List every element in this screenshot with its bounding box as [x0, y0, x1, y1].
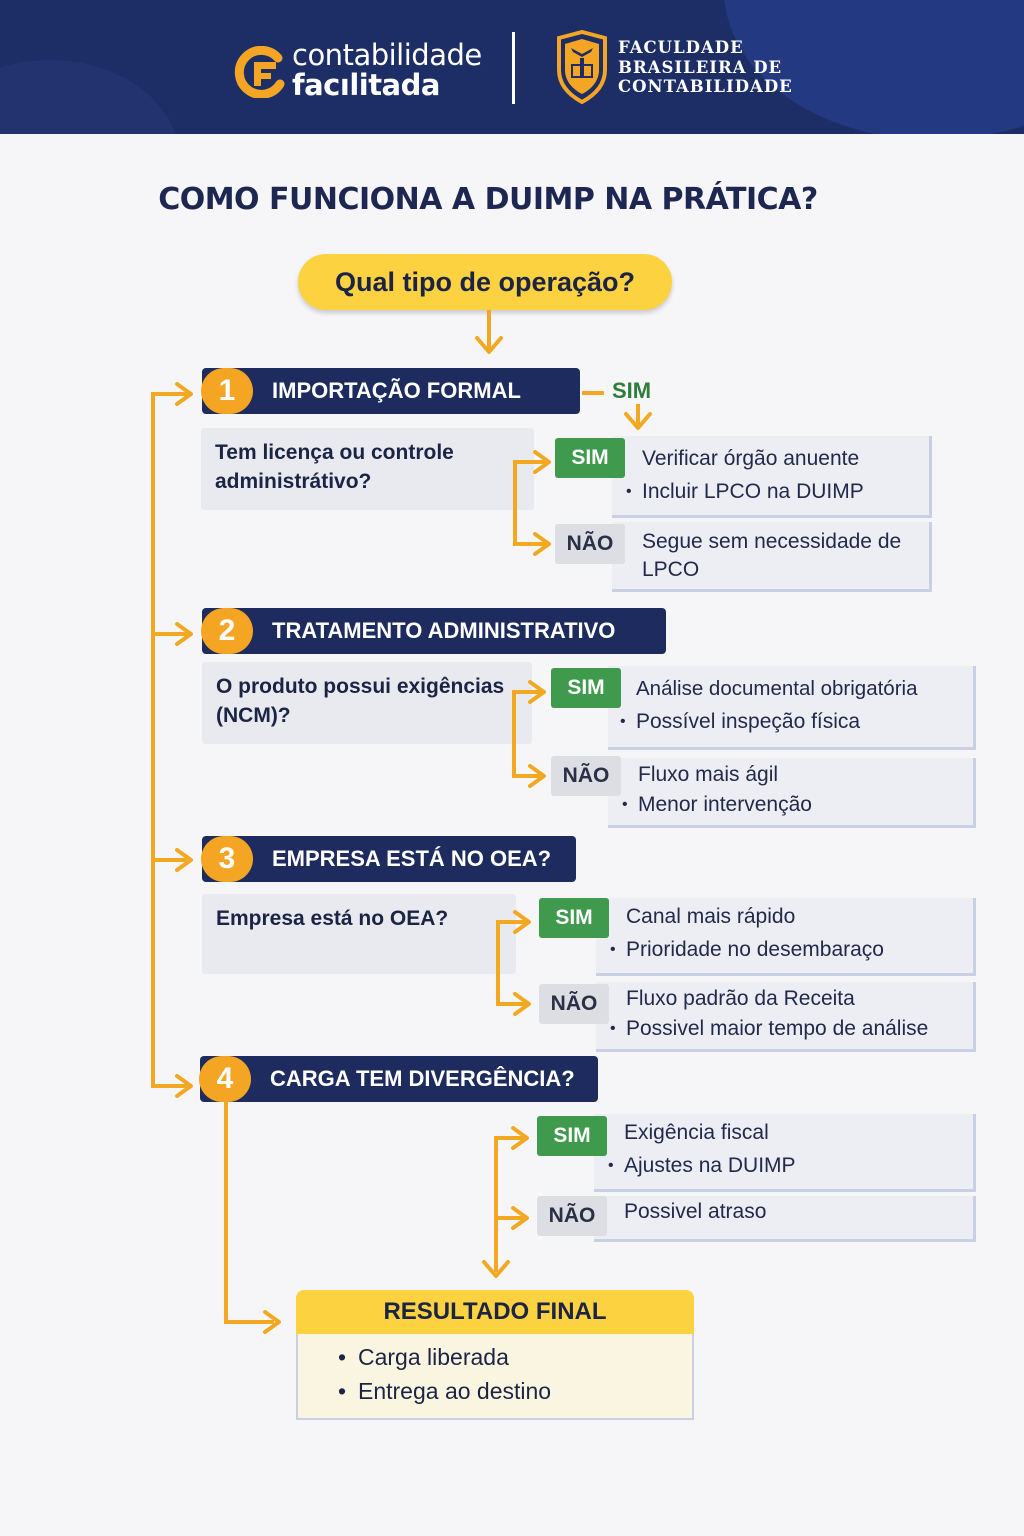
nao-answer-box: Fluxo mais ágil Menor intervenção — [608, 758, 976, 828]
start-sim-label: SIM — [612, 378, 652, 403]
answer-line: Fluxo mais ágil — [638, 763, 779, 786]
brand-name: contabilidade facılitada — [292, 40, 482, 100]
arrow-right-icon — [175, 848, 193, 872]
answer-line: Menor intervenção — [622, 790, 961, 820]
start-question: Qual tipo de operação? — [298, 254, 672, 310]
result-item: Entrega ao destino — [338, 1374, 692, 1408]
header-decoration — [0, 60, 180, 134]
connector-line — [224, 1320, 274, 1324]
sim-tag: SIM — [555, 438, 625, 478]
arrow-right-icon — [511, 1206, 529, 1230]
connector-line — [496, 1002, 526, 1006]
step-number-badge: 4 — [199, 1056, 251, 1102]
connector-line — [224, 1102, 228, 1324]
arrow-right-icon — [533, 450, 551, 474]
result-item: Carga liberada — [338, 1340, 692, 1374]
step-question: Empresa está no OEA? — [202, 894, 516, 974]
connector-line — [582, 391, 604, 395]
arrow-right-icon — [175, 1074, 193, 1098]
step-question: Tem licença ou controle administrátivo? — [201, 428, 534, 510]
nao-tag: NÃO — [537, 1196, 607, 1236]
connector-line — [512, 774, 542, 778]
connector-line — [487, 310, 491, 350]
answer-line: Canal mais rápido — [626, 905, 796, 928]
answer-line: Ajustes na DUIMP — [608, 1149, 961, 1182]
answer-line: Verificar órgão anuente — [642, 447, 860, 470]
brand-line-2: facılitada — [292, 68, 440, 102]
answer-line: Possivel maior tempo de análise — [610, 1014, 961, 1044]
connector-line — [513, 460, 517, 544]
answer-line: Possível inspeção física — [620, 705, 961, 738]
arrow-down-icon — [624, 412, 652, 430]
nao-tag: NÃO — [551, 756, 621, 796]
arrow-right-icon — [513, 910, 531, 934]
answer-line: Análise documental obrigatória — [636, 677, 918, 700]
sim-answer-box: Análise documental obrigatória Possível … — [608, 666, 976, 750]
faculdade-name: FACULDADE BRASILEIRA DE CONTABILIDADE — [618, 38, 793, 97]
connector-line — [512, 690, 516, 776]
arrow-right-icon — [263, 1310, 281, 1334]
answer-line: Segue sem necessidade de LPCO — [642, 530, 902, 581]
answer-line: Exigência fiscal — [624, 1121, 769, 1144]
result-heading: RESULTADO FINAL — [296, 1290, 694, 1334]
page-title: COMO FUNCIONA A DUIMP NA PRÁTICA? — [158, 182, 818, 217]
sim-answer-box: Verificar órgão anuente Incluir LPCO na … — [612, 436, 932, 518]
step-heading: CARGA TEM DIVERGÊNCIA? — [200, 1056, 598, 1102]
answer-line: Prioridade no desembaraço — [610, 933, 961, 966]
step-heading: IMPORTAÇÃO FORMAL — [202, 368, 580, 414]
connector-line — [512, 690, 542, 694]
faculdade-line-3: CONTABILIDADE — [618, 77, 793, 96]
nao-tag: NÃO — [539, 984, 609, 1024]
step-heading: TRATAMENTO ADMINISTRATIVO — [202, 608, 666, 654]
arrow-right-icon — [513, 992, 531, 1016]
sim-tag: SIM — [537, 1116, 607, 1156]
sim-tag: SIM — [551, 668, 621, 708]
connector-line — [494, 1216, 524, 1220]
header-banner: contabilidade facılitada FACULDADE BRASI… — [0, 0, 1024, 134]
connector-line — [494, 1136, 498, 1272]
arrow-right-icon — [528, 764, 546, 788]
step-question: O produto possui exigências (NCM)? — [202, 662, 532, 744]
sim-answer-box: Canal mais rápido Prioridade no desembar… — [596, 898, 976, 976]
arrow-down-icon — [482, 1260, 510, 1278]
connector-line — [494, 1136, 524, 1140]
arrow-right-icon — [175, 622, 193, 646]
step-number-badge: 3 — [201, 836, 253, 882]
step-heading: EMPRESA ESTÁ NO OEA? — [202, 836, 576, 882]
main-flow-line — [151, 392, 155, 1088]
brand-line-1: contabilidade — [292, 38, 482, 72]
connector-line — [151, 392, 187, 396]
arrow-right-icon — [533, 532, 551, 556]
answer-line: Possivel atraso — [624, 1200, 767, 1223]
nao-answer-box: Segue sem necessidade de LPCO — [612, 522, 932, 592]
faculdade-crest-icon — [557, 30, 607, 104]
result-box: Carga liberada Entrega ao destino — [296, 1334, 694, 1420]
step-number-badge: 2 — [201, 608, 253, 654]
arrow-right-icon — [175, 382, 193, 406]
connector-line — [151, 1084, 187, 1088]
nao-tag: NÃO — [555, 524, 625, 564]
faculdade-line-1: FACULDADE — [618, 38, 744, 57]
faculdade-line-2: BRASILEIRA DE — [618, 57, 783, 77]
connector-line — [513, 460, 547, 464]
connector-line — [513, 542, 547, 546]
connector-line — [151, 858, 187, 862]
step-number-badge: 1 — [201, 368, 253, 414]
arrow-right-icon — [511, 1126, 529, 1150]
header-divider — [512, 32, 515, 104]
connector-line — [151, 632, 187, 636]
nao-answer-box: Fluxo padrão da Receita Possivel maior t… — [596, 982, 976, 1052]
nao-answer-box: Possivel atraso — [594, 1196, 976, 1242]
contabilidade-facilitada-logo-icon — [234, 46, 285, 98]
connector-line — [496, 920, 526, 924]
connector-line — [636, 404, 640, 426]
answer-line: Incluir LPCO na DUIMP — [626, 475, 917, 508]
answer-line: Fluxo padrão da Receita — [626, 987, 855, 1010]
arrow-down-icon — [475, 336, 503, 354]
connector-line — [496, 920, 500, 1006]
arrow-right-icon — [528, 680, 546, 704]
sim-answer-box: Exigência fiscal Ajustes na DUIMP — [594, 1114, 976, 1192]
sim-tag: SIM — [539, 898, 609, 938]
